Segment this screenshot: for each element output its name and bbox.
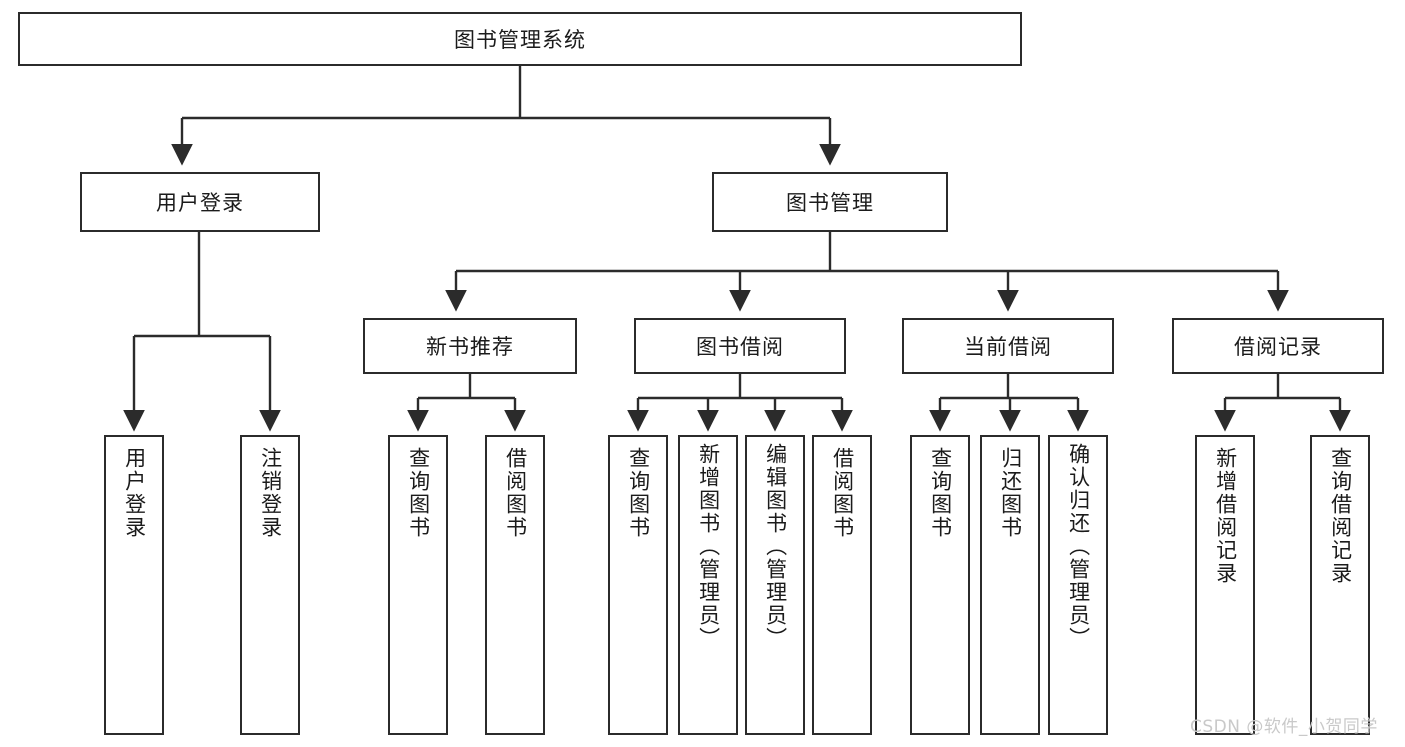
node-root[interactable]: 图书管理系统 [18, 12, 1022, 66]
node-new-book-recommend[interactable]: 新书推荐 [363, 318, 577, 374]
node-book-management[interactable]: 图书管理 [712, 172, 948, 232]
leaf-borrow-book[interactable]: 借阅图书 [812, 435, 872, 735]
leaf-logout[interactable]: 注销登录 [240, 435, 300, 735]
leaf-add-book-admin[interactable]: 新增图书（管理员） [678, 435, 738, 735]
leaf-edit-book-admin[interactable]: 编辑图书（管理员） [745, 435, 805, 735]
leaf-confirm-return-admin[interactable]: 确认归还（管理员） [1048, 435, 1108, 735]
watermark-text: CSDN @软件_小贺同学 [1190, 717, 1378, 737]
node-current-borrow[interactable]: 当前借阅 [902, 318, 1114, 374]
leaf-return-book[interactable]: 归还图书 [980, 435, 1040, 735]
node-book-borrow[interactable]: 图书借阅 [634, 318, 846, 374]
leaf-user-login[interactable]: 用户登录 [104, 435, 164, 735]
leaf-borrow-book-recommend[interactable]: 借阅图书 [485, 435, 545, 735]
leaf-query-book-borrow[interactable]: 查询图书 [608, 435, 668, 735]
leaf-add-borrow-record[interactable]: 新增借阅记录 [1195, 435, 1255, 735]
leaf-query-borrow-record[interactable]: 查询借阅记录 [1310, 435, 1370, 735]
node-borrow-record[interactable]: 借阅记录 [1172, 318, 1384, 374]
node-user-login[interactable]: 用户登录 [80, 172, 320, 232]
leaf-query-book-current[interactable]: 查询图书 [910, 435, 970, 735]
leaf-query-book-recommend[interactable]: 查询图书 [388, 435, 448, 735]
